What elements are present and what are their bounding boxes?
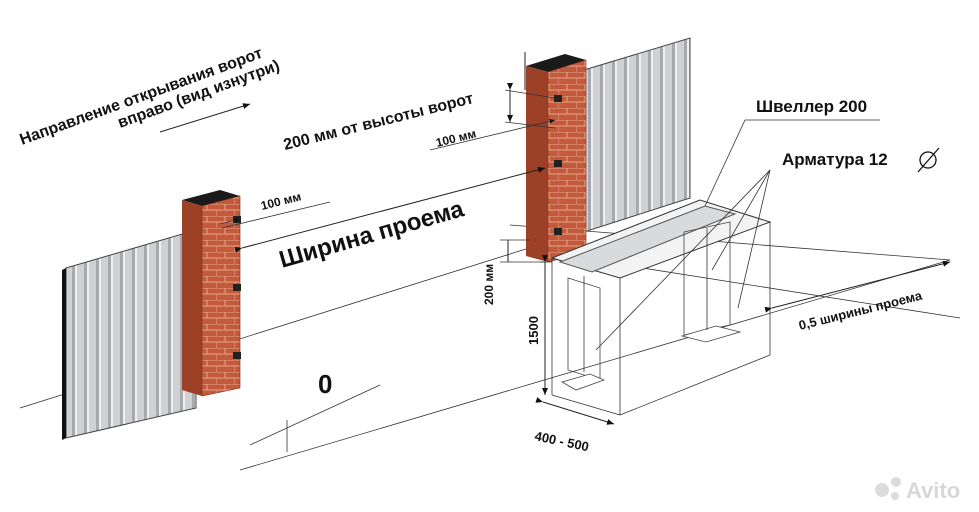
- half-width-label: 0,5 ширины проема: [797, 288, 924, 333]
- trench-width-label: 400 - 500: [533, 428, 590, 454]
- channel-label: Швеллер 200: [756, 97, 867, 116]
- right-pillar-plate-1: [554, 95, 562, 102]
- left-fence-panel: [62, 229, 197, 440]
- zero-label: 0: [318, 369, 332, 399]
- diameter-icon: [917, 147, 940, 173]
- rebar-label: Арматура 12: [782, 150, 888, 169]
- channel-callout: Швеллер 200: [704, 97, 880, 207]
- right-fence-panel: [583, 37, 691, 233]
- left-brick-pillar: [182, 190, 241, 397]
- right-brick-pillar: [526, 54, 587, 263]
- right-100mm-label: 100 мм: [434, 126, 477, 150]
- left-pillar-plate-3: [233, 352, 241, 359]
- left-100mm-label: 100 мм: [259, 189, 302, 213]
- direction-line-1: Направление открывания ворот: [18, 45, 265, 149]
- channel-beam: [558, 205, 737, 273]
- opening-direction: Направление открывания ворот вправо (вид…: [18, 45, 282, 149]
- right-pillar-plate-2: [554, 160, 562, 167]
- opening-width-dimension: Ширина проема: [234, 166, 546, 274]
- right-pillar-plate-3: [554, 228, 562, 235]
- avito-watermark: Avito: [875, 477, 960, 503]
- left-pillar-plate-2: [233, 284, 241, 291]
- watermark-text: Avito: [906, 478, 960, 503]
- rebar-callout: Арматура 12: [595, 147, 940, 351]
- right-pillar-dimensions: 200 мм от высоты ворот 100 мм: [282, 52, 556, 154]
- opening-width-label: Ширина проема: [276, 195, 467, 274]
- offset-200mm-label: 200 мм: [482, 264, 496, 305]
- depth-label: 1500: [526, 316, 541, 345]
- depth-dimension: 1500: [526, 255, 552, 395]
- half-width-dimension: 0,5 ширины проема: [764, 260, 951, 333]
